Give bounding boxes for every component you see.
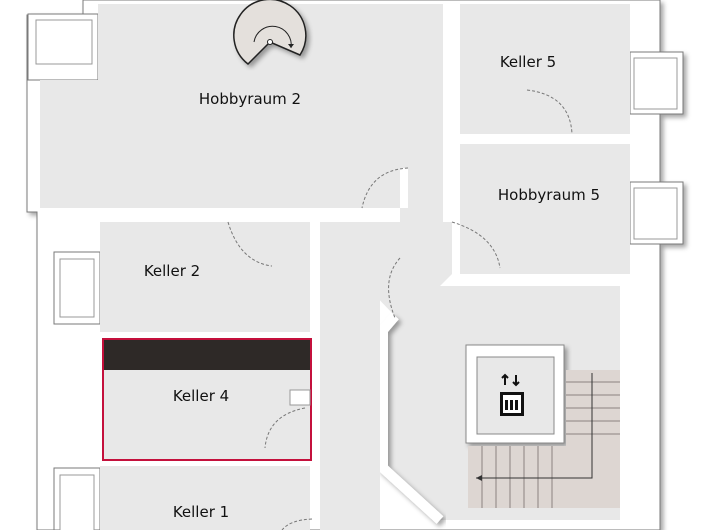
- room-keller-5[interactable]: [460, 4, 630, 134]
- room-hobbyraum-2[interactable]: [40, 4, 443, 208]
- room-keller-2[interactable]: [100, 222, 310, 332]
- corridor-west: [320, 222, 380, 530]
- spiral-staircase-icon: [233, 0, 307, 65]
- keller-4-highlight: [102, 338, 312, 461]
- label-hobbyraum-5: Hobbyraum 5: [498, 186, 600, 204]
- door-keller-5[interactable]: [526, 89, 573, 135]
- door-hobbyraum-2[interactable]: [361, 167, 409, 209]
- staircase-icon: [468, 370, 620, 508]
- door-stairwell[interactable]: [388, 257, 401, 319]
- door-hobbyraum-5[interactable]: [451, 221, 501, 269]
- room-keller-1[interactable]: [100, 466, 310, 530]
- label-keller-4: Keller 4: [173, 387, 229, 405]
- door-keller-1[interactable]: [281, 518, 313, 530]
- label-hobbyraum-2: Hobbyraum 2: [199, 90, 301, 108]
- elevator-icon: [500, 373, 524, 416]
- room-hobbyraum-5[interactable]: [460, 144, 630, 274]
- door-keller-2[interactable]: [227, 221, 273, 267]
- label-keller-5: Keller 5: [500, 53, 556, 71]
- keller-4-band: [104, 340, 310, 370]
- door-keller-4[interactable]: [264, 407, 306, 449]
- label-keller-1: Keller 1: [173, 503, 229, 521]
- label-keller-2: Keller 2: [144, 262, 200, 280]
